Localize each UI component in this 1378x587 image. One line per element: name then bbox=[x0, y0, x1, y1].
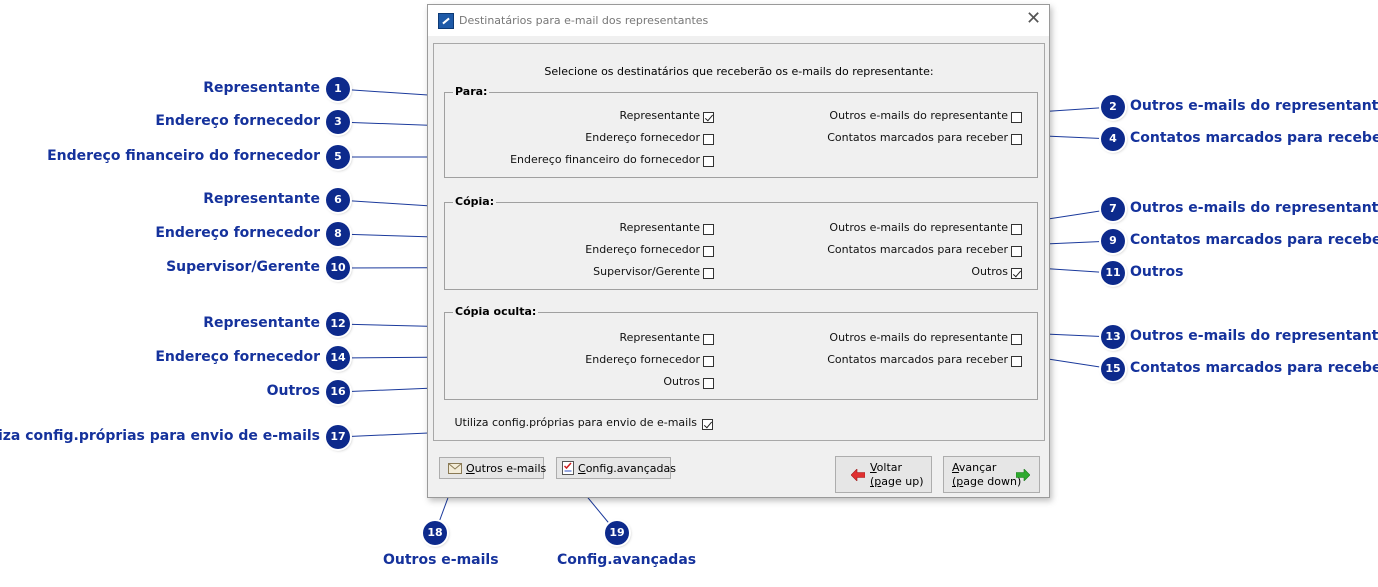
label-para-endereco-fornecedor: Endereço fornecedor bbox=[585, 131, 700, 144]
annotation-badge-10: 10 bbox=[326, 256, 350, 280]
label-copia-outros: Outros bbox=[971, 265, 1008, 278]
annotation-badge-4: 4 bbox=[1101, 127, 1125, 151]
annotation-badge-8: 8 bbox=[326, 222, 350, 246]
annotation-badge-3: 3 bbox=[326, 110, 350, 134]
checkbox-oculta-contatos-marcados[interactable] bbox=[1011, 356, 1022, 367]
checkbox-para-endereco-fornecedor[interactable] bbox=[703, 134, 714, 145]
annotation-text-16: Outros bbox=[266, 383, 320, 399]
checkbox-para-representante[interactable] bbox=[703, 112, 714, 123]
annotation-text-2: Outros e-mails do representante bbox=[1130, 98, 1378, 114]
annotation-badge-7: 7 bbox=[1101, 197, 1125, 221]
label-copia-outros-emails: Outros e-mails do representante bbox=[829, 221, 1008, 234]
window-title: Destinatários para e-mail dos representa… bbox=[459, 14, 709, 27]
avancar-shortcut: (page down) bbox=[952, 475, 1022, 488]
annotation-badge-13: 13 bbox=[1101, 325, 1125, 349]
dialog-window: Destinatários para e-mail dos representa… bbox=[427, 4, 1050, 498]
title-bar: Destinatários para e-mail dos representa… bbox=[428, 5, 1049, 36]
annotation-badge-9: 9 bbox=[1101, 229, 1125, 253]
annotation-text-5: Endereço financeiro do fornecedor bbox=[47, 148, 320, 164]
annotation-badge-16: 16 bbox=[326, 380, 350, 404]
annotation-badge-1: 1 bbox=[326, 77, 350, 101]
label-para-contatos-marcados: Contatos marcados para receber bbox=[827, 131, 1008, 144]
annotation-badge-14: 14 bbox=[326, 346, 350, 370]
annotation-text-7: Outros e-mails do representante bbox=[1130, 200, 1378, 216]
label-para-endereco-financeiro: Endereço financeiro do fornecedor bbox=[510, 153, 700, 166]
annotation-text-17: Utiliza config.próprias para envio de e-… bbox=[0, 428, 320, 444]
voltar-button[interactable]: Voltar (page up) bbox=[835, 456, 932, 493]
label-oculta-outros-emails: Outros e-mails do representante bbox=[829, 331, 1008, 344]
label-oculta-contatos-marcados: Contatos marcados para receber bbox=[827, 353, 1008, 366]
checkbox-copia-outros-emails[interactable] bbox=[1011, 224, 1022, 235]
annotation-badge-15: 15 bbox=[1101, 357, 1125, 381]
group-copia: Cópia: Representante Endereço fornecedor… bbox=[444, 195, 1038, 290]
annotation-badge-5: 5 bbox=[326, 145, 350, 169]
checklist-icon bbox=[562, 461, 574, 475]
label-oculta-endereco-fornecedor: Endereço fornecedor bbox=[585, 353, 700, 366]
group-label-copia: Cópia: bbox=[453, 195, 497, 208]
arrow-right-icon bbox=[1016, 469, 1030, 481]
group-para: Para: Representante Endereço fornecedor … bbox=[444, 85, 1038, 178]
label-copia-representante: Representante bbox=[619, 221, 700, 234]
checkbox-oculta-endereco-fornecedor[interactable] bbox=[703, 356, 714, 367]
annotation-text-8: Endereço fornecedor bbox=[155, 225, 320, 241]
checkbox-para-contatos-marcados[interactable] bbox=[1011, 134, 1022, 145]
annotation-text-11: Outros bbox=[1130, 264, 1184, 280]
voltar-label: Voltar bbox=[870, 461, 903, 474]
close-icon[interactable]: ✕ bbox=[1026, 8, 1042, 29]
envelope-icon bbox=[448, 463, 462, 474]
annotation-badge-2: 2 bbox=[1101, 95, 1125, 119]
annotation-text-19: Config.avançadas bbox=[557, 552, 697, 568]
annotation-badge-17: 17 bbox=[326, 425, 350, 449]
annotation-text-14: Endereço fornecedor bbox=[155, 349, 320, 365]
main-panel: Selecione os destinatários que receberão… bbox=[433, 43, 1045, 441]
annotation-badge-18: 18 bbox=[423, 521, 447, 545]
instruction-text: Selecione os destinatários que receberão… bbox=[544, 65, 934, 78]
outros-emails-button[interactable]: Outros e-mails bbox=[439, 457, 547, 479]
annotation-text-12: Representante bbox=[203, 315, 320, 331]
label-copia-supervisor: Supervisor/Gerente bbox=[593, 265, 700, 278]
checkbox-para-outros-emails[interactable] bbox=[1011, 112, 1022, 123]
checkbox-config-proprias[interactable] bbox=[702, 419, 713, 430]
annotation-text-1: Representante bbox=[203, 80, 320, 96]
avancar-button[interactable]: Avançar (page down) bbox=[943, 456, 1040, 493]
annotation-text-6: Representante bbox=[203, 191, 320, 207]
config-avancadas-label: Config.avançadas bbox=[578, 462, 677, 475]
annotation-text-3: Endereço fornecedor bbox=[155, 113, 320, 129]
checkbox-copia-outros[interactable] bbox=[1011, 268, 1022, 279]
avancar-label: Avançar bbox=[952, 461, 997, 474]
group-label-copia-oculta: Cópia oculta: bbox=[453, 305, 539, 318]
annotation-badge-19: 19 bbox=[605, 521, 629, 545]
label-copia-endereco-fornecedor: Endereço fornecedor bbox=[585, 243, 700, 256]
annotation-badge-6: 6 bbox=[326, 188, 350, 212]
label-oculta-representante: Representante bbox=[619, 331, 700, 344]
config-avancadas-button[interactable]: Config.avançadas bbox=[556, 457, 676, 479]
arrow-left-icon bbox=[851, 469, 865, 481]
checkbox-oculta-outros-emails[interactable] bbox=[1011, 334, 1022, 345]
checkbox-copia-endereco-fornecedor[interactable] bbox=[703, 246, 714, 257]
annotation-text-18: Outros e-mails bbox=[383, 552, 499, 568]
annotation-badge-12: 12 bbox=[326, 312, 350, 336]
annotation-text-9: Contatos marcados para receber bbox=[1130, 232, 1378, 248]
annotation-text-10: Supervisor/Gerente bbox=[166, 259, 320, 275]
label-oculta-outros: Outros bbox=[663, 375, 700, 388]
checkbox-oculta-outros[interactable] bbox=[703, 378, 714, 389]
label-copia-contatos-marcados: Contatos marcados para receber bbox=[827, 243, 1008, 256]
group-copia-oculta: Cópia oculta: Representante Endereço for… bbox=[444, 305, 1038, 400]
label-config-proprias: Utiliza config.próprias para envio de e-… bbox=[454, 416, 697, 429]
annotation-text-13: Outros e-mails do representante bbox=[1130, 328, 1378, 344]
outros-emails-label: Outros e-mails bbox=[466, 462, 547, 475]
checkbox-copia-supervisor[interactable] bbox=[703, 268, 714, 279]
annotation-text-4: Contatos marcados para receber bbox=[1130, 130, 1378, 146]
checkbox-copia-contatos-marcados[interactable] bbox=[1011, 246, 1022, 257]
annotation-badge-11: 11 bbox=[1101, 261, 1125, 285]
voltar-shortcut: (page up) bbox=[870, 475, 924, 488]
checkbox-para-endereco-financeiro[interactable] bbox=[703, 156, 714, 167]
label-para-representante: Representante bbox=[619, 109, 700, 122]
label-para-outros-emails: Outros e-mails do representante bbox=[829, 109, 1008, 122]
checkbox-oculta-representante[interactable] bbox=[703, 334, 714, 345]
annotation-text-15: Contatos marcados para receber bbox=[1130, 360, 1378, 376]
app-icon bbox=[438, 13, 454, 29]
group-label-para: Para: bbox=[453, 85, 490, 98]
checkbox-copia-representante[interactable] bbox=[703, 224, 714, 235]
